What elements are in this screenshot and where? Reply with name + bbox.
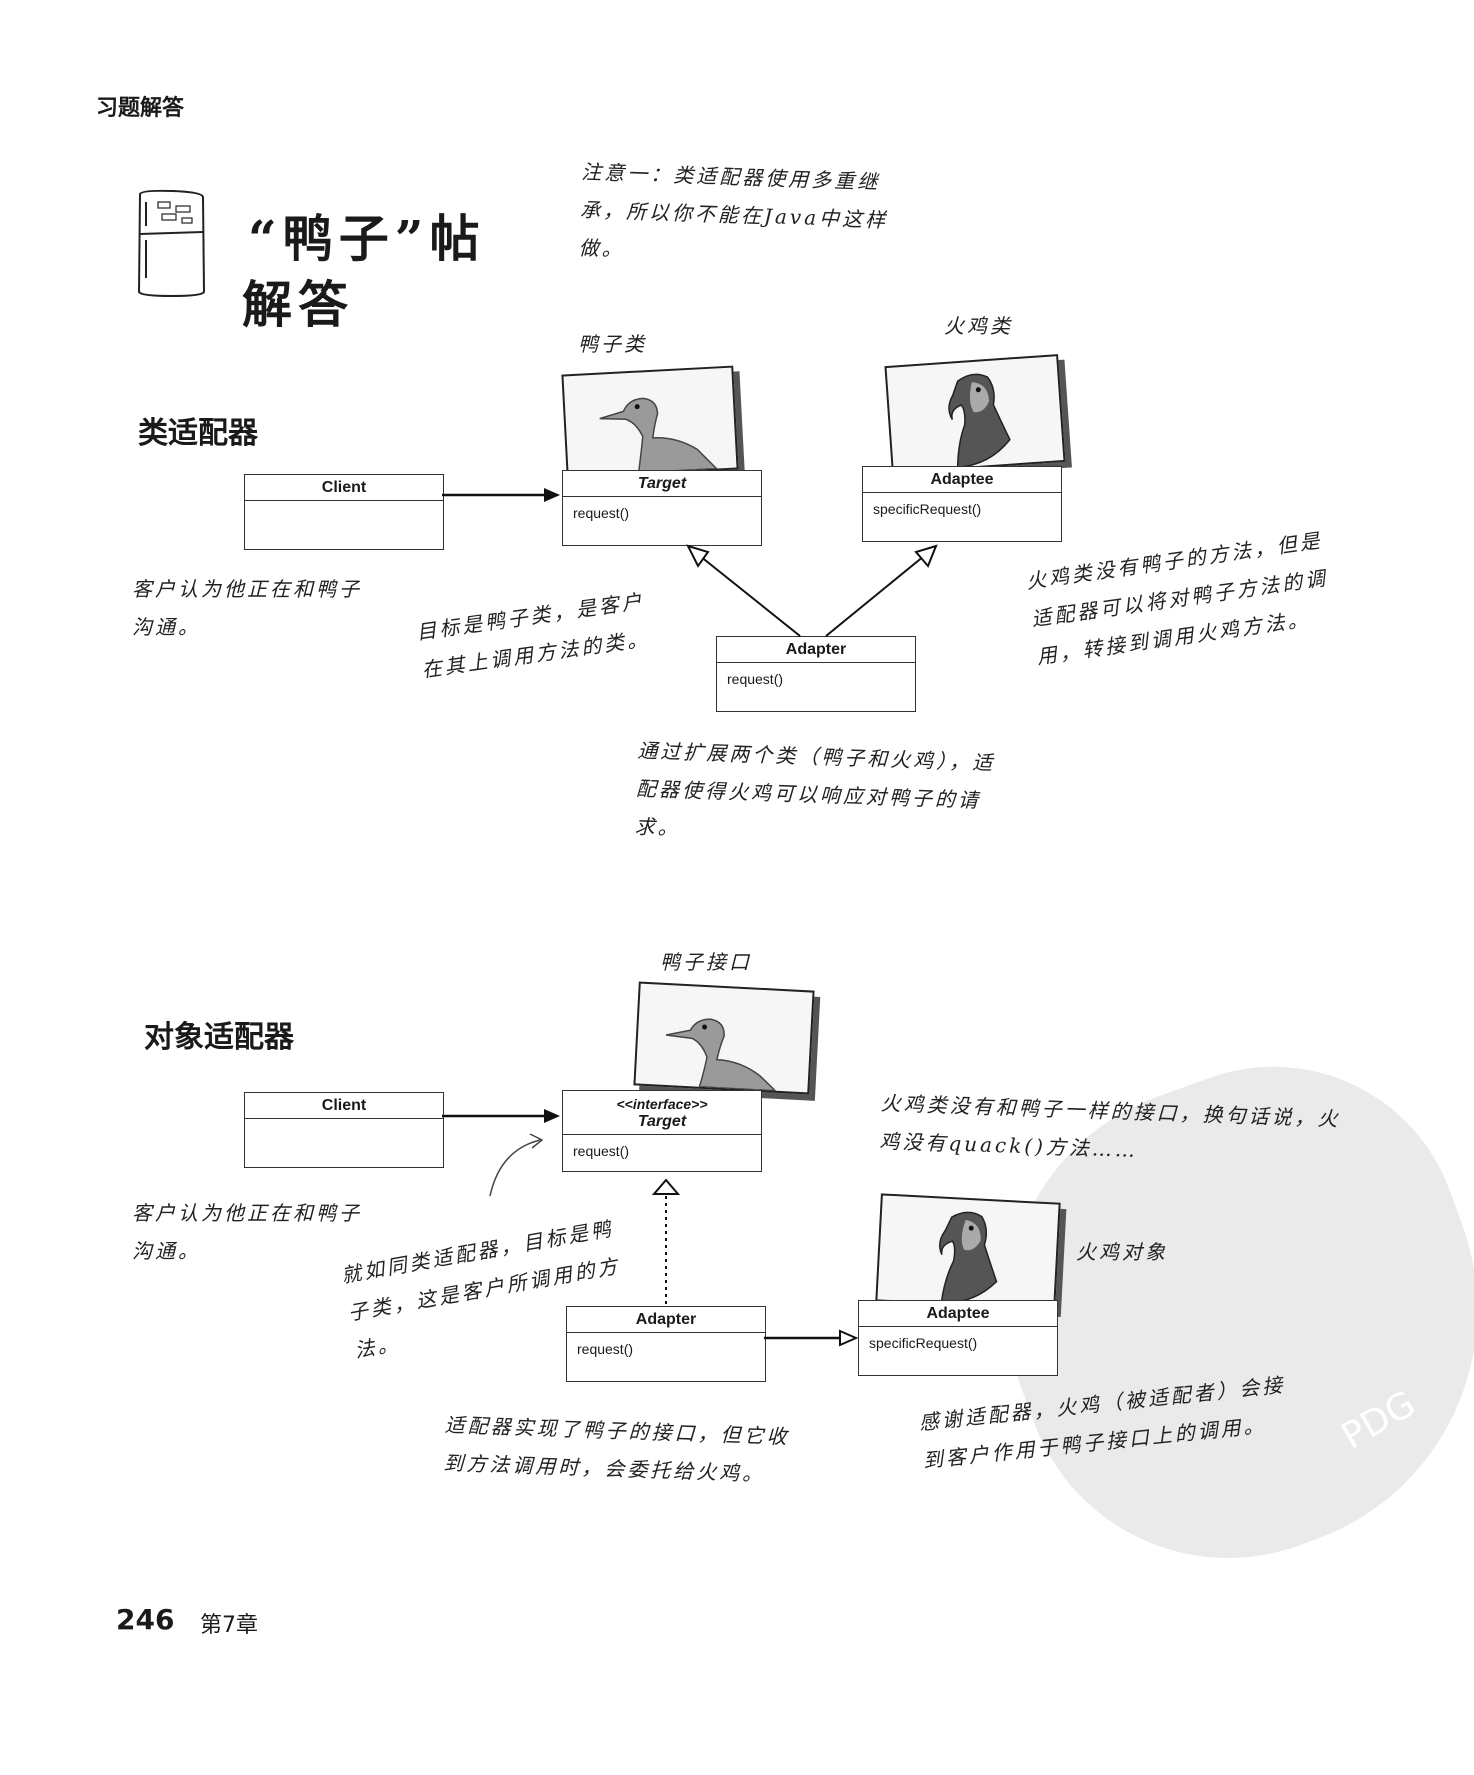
duck-interface-label: 鸭子接口 — [660, 950, 752, 974]
turkey-image — [884, 354, 1066, 474]
class-adapter-box: Adapter request() — [716, 636, 916, 712]
object-adapter-box: Adapter request() — [566, 1306, 766, 1382]
object-note-client: 客户认为他正在和鸭子沟通。 — [132, 1201, 362, 1263]
page-title-line1: “鸭子”帖 — [248, 209, 486, 268]
section-header: 习题解答 — [96, 96, 185, 121]
duck-image — [561, 365, 739, 479]
object-adaptee-name: Adaptee — [859, 1301, 1057, 1327]
turkey-class-label: 火鸡类 — [944, 314, 1013, 338]
class-adaptee-box: Adaptee specificRequest() — [862, 466, 1062, 542]
object-adaptee-box: Adaptee specificRequest() — [858, 1300, 1058, 1376]
turkey-object-image — [875, 1193, 1061, 1311]
object-client-name: Client — [245, 1093, 443, 1119]
object-target-name: Target — [637, 1113, 687, 1130]
duck-class-label: 鸭子类 — [578, 332, 647, 356]
object-note-turkey: 火鸡类没有和鸭子一样的接口，换句话说，火鸡没有quack()方法…… — [879, 1090, 1341, 1162]
class-adaptee-op: specificRequest() — [873, 501, 982, 517]
class-note-client: 客户认为他正在和鸭子沟通。 — [132, 577, 362, 639]
page-number: 246 — [116, 1603, 175, 1636]
class-target-name: Target — [563, 471, 761, 497]
object-target-header: <<interface>> Target — [563, 1091, 761, 1135]
object-target-box: <<interface>> Target request() — [562, 1090, 762, 1172]
object-adapter-name: Adapter — [567, 1307, 765, 1333]
class-target-box: Target request() — [562, 470, 762, 546]
class-adapter-heading: 类适配器 — [138, 416, 258, 451]
class-adaptee-name: Adaptee — [863, 467, 1061, 493]
fridge-icon — [132, 188, 210, 304]
object-target-stereotype: <<interface>> — [616, 1096, 708, 1112]
chapter-label: 第7章 — [200, 1613, 258, 1638]
object-note-adapter: 适配器实现了鸭子的接口，但它收到方法调用时，会委托给火鸡。 — [443, 1412, 790, 1486]
object-adapter-heading: 对象适配器 — [144, 1020, 294, 1055]
class-adapter-name: Adapter — [717, 637, 915, 663]
class-adapter-op: request() — [727, 671, 784, 687]
class-client-box: Client — [244, 474, 444, 550]
object-adapter-op: request() — [577, 1341, 634, 1357]
object-client-box: Client — [244, 1092, 444, 1168]
class-target-op: request() — [573, 505, 630, 521]
duck-interface-image — [633, 981, 815, 1095]
turkey-object-label: 火鸡对象 — [1076, 1240, 1168, 1264]
object-adaptee-op: specificRequest() — [869, 1335, 978, 1351]
page-title: “鸭子”帖 解答 — [242, 206, 486, 338]
class-client-name: Client — [245, 475, 443, 501]
object-target-op: request() — [573, 1143, 630, 1159]
page-title-line2: 解答 — [242, 275, 354, 334]
